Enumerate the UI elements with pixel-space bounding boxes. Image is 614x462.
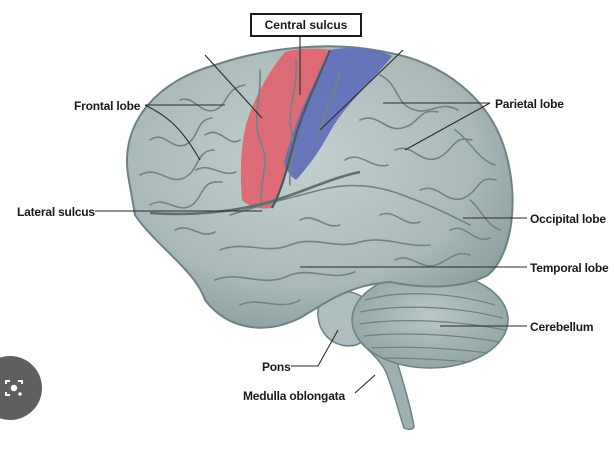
cerebellum-label: Cerebellum: [530, 320, 594, 334]
camera-lens-search-icon: [5, 380, 23, 396]
occipital-lobe-label: Occipital lobe: [530, 212, 606, 226]
lateral-sulcus-label: Lateral sulcus: [17, 205, 95, 219]
precentral-gyrus: [240, 48, 330, 209]
cerebellum-shape: [351, 271, 509, 369]
frontal-lobe-label: Frontal lobe: [74, 99, 141, 113]
temporal-lobe-label: Temporal lobe: [530, 261, 609, 275]
leader-lines: [95, 37, 527, 394]
pons-label: Pons: [262, 360, 291, 374]
parietal-lobe-label: Parietal lobe: [495, 97, 564, 111]
cerebrum-shape: [126, 45, 514, 329]
postcentral-gyrus: [284, 48, 392, 180]
medulla-oblongata-label: Medulla oblongata: [243, 389, 345, 403]
central-sulcus-label: Central sulcus: [250, 13, 362, 37]
